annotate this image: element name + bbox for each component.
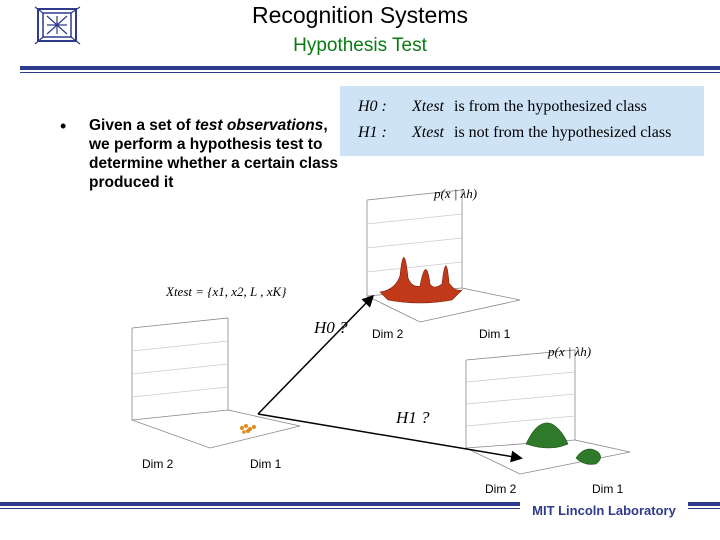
- slide-subtitle: Hypothesis Test: [293, 35, 427, 56]
- top-pdf-surface: [379, 257, 464, 304]
- left-scatter-plot: [131, 317, 301, 449]
- header-rule-thin: [20, 72, 720, 73]
- bottom-pdf-surface: [525, 422, 601, 465]
- footer-rule: [0, 502, 720, 506]
- top-plot-label: p(x | λh): [434, 186, 478, 201]
- top-dim1-label: Dim 1: [479, 327, 511, 341]
- test-observation-points: [240, 424, 256, 434]
- bottom-dim2-label: Dim 2: [485, 482, 517, 496]
- test-set-label: Xtest = {x1, x2, L , xK}: [166, 284, 287, 299]
- arrow-to-h1: [257, 413, 523, 463]
- bullet-marker: •: [60, 116, 67, 136]
- left-dim2-label: Dim 2: [142, 457, 174, 471]
- left-dim1-label: Dim 1: [250, 457, 282, 471]
- bottom-pdf-plot: [465, 349, 631, 475]
- arrow-to-h0: [257, 294, 375, 415]
- bullet-text: Given a set of test observations, we per…: [89, 117, 338, 191]
- h0-query-label: H0 ?: [314, 318, 348, 337]
- mit-ll-logo: [34, 6, 81, 45]
- top-dim2-label: Dim 2: [372, 327, 404, 341]
- slide-title: Recognition Systems: [251, 2, 469, 28]
- top-pdf-plot: [366, 189, 521, 323]
- footer-rule-thin: [0, 508, 720, 509]
- h1-query-label: H1 ?: [396, 408, 430, 427]
- header-rule: [20, 66, 720, 70]
- footer-lab-name: MIT Lincoln Laboratory: [520, 500, 688, 522]
- bottom-dim1-label: Dim 1: [592, 482, 624, 496]
- bottom-plot-label: p(x | λh): [548, 344, 592, 359]
